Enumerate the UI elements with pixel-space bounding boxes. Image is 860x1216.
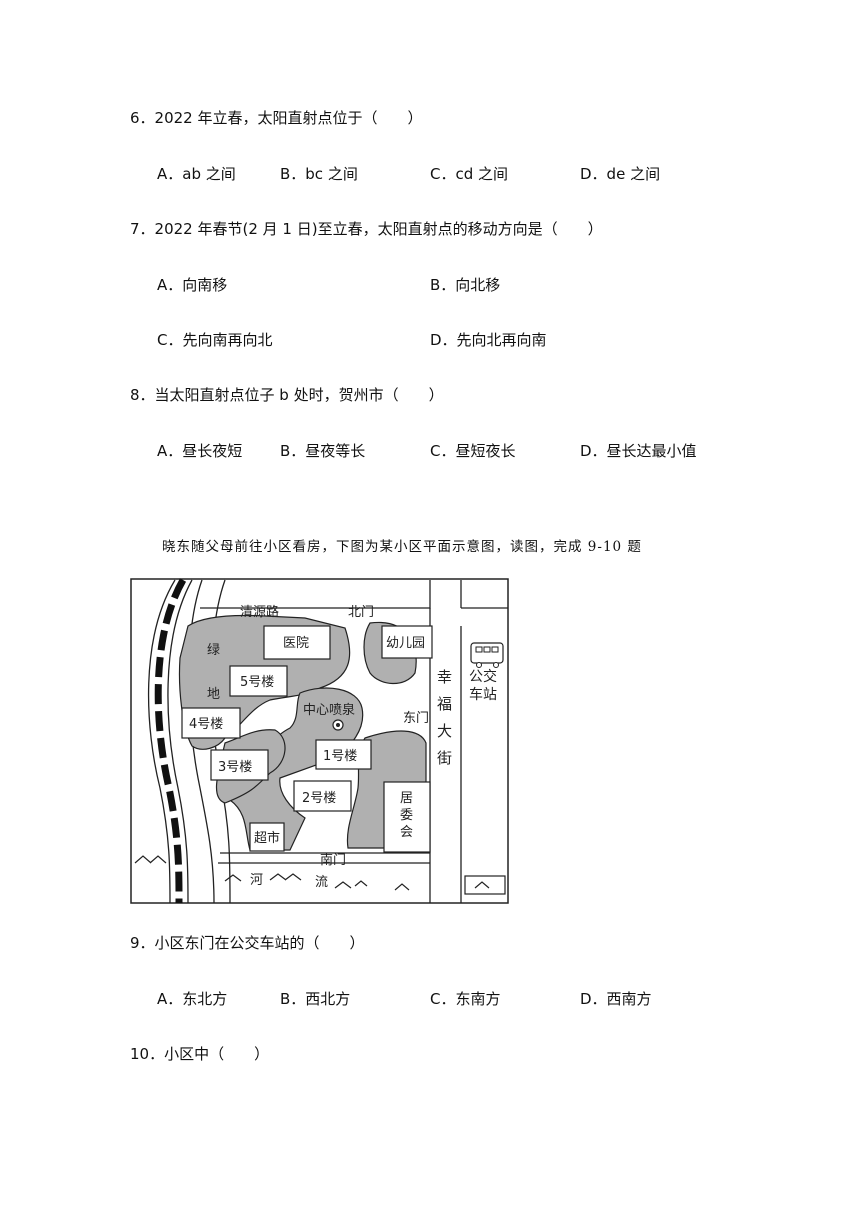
committee-building	[383, 781, 431, 853]
label-committee-1: 居	[400, 791, 413, 806]
label-river-2: 流	[315, 875, 328, 890]
question-7-stem: 7．2022 年春节(2 月 1 日)至立春，太阳直射点的移动方向是（ ）	[130, 220, 603, 238]
label-street-1: 幸	[437, 668, 452, 686]
q9-option-a: A．东北方	[157, 990, 228, 1008]
building-2	[293, 780, 352, 812]
label-north-road: 清源路	[240, 604, 279, 620]
q6-option-c: C．cd 之间	[430, 165, 509, 183]
label-north-gate: 北门	[348, 605, 374, 620]
q7-option-a: A．向南移	[157, 276, 228, 294]
label-supermarket: 超市	[254, 830, 280, 846]
q8-option-d: D．昼长达最小值	[580, 442, 697, 460]
label-street-2: 福	[437, 695, 452, 713]
railway-edge-right	[167, 579, 193, 904]
kindergarten-building	[381, 625, 433, 659]
label-building-2: 2号楼	[302, 791, 336, 806]
q9-option-d: D．西南方	[580, 990, 652, 1008]
question-9-stem: 9．小区东门在公交车站的（ ）	[130, 934, 365, 952]
label-building-4: 4号楼	[189, 717, 223, 732]
label-green-1: 绿	[207, 643, 220, 658]
q9-option-c: C．东南方	[430, 990, 501, 1008]
label-committee-3: 会	[400, 825, 413, 840]
label-building-3: 3号楼	[218, 760, 252, 775]
supermarket-building	[249, 822, 285, 852]
label-fountain: 中心喷泉	[303, 702, 355, 718]
railway-edge-left	[147, 579, 176, 904]
q6-option-d: D．de 之间	[580, 165, 661, 183]
label-bus-1: 公交	[469, 668, 497, 685]
q8-option-b: B．昼夜等长	[280, 442, 366, 460]
label-river-1: 河	[250, 873, 263, 888]
river-waves	[134, 855, 506, 895]
bus-icon	[470, 642, 504, 664]
label-building-5: 5号楼	[240, 675, 274, 690]
railway-track	[154, 578, 187, 904]
question-8-stem: 8．当太阳直射点位子 b 处时，贺州市（ ）	[130, 386, 444, 404]
q7-option-b: B．向北移	[430, 276, 501, 294]
label-street-4: 街	[437, 749, 452, 767]
label-south-gate: 南门	[320, 852, 346, 868]
building-3	[210, 749, 269, 781]
building-4	[181, 707, 241, 739]
q7-option-c: C．先向南再向北	[157, 331, 273, 349]
label-hospital: 医院	[283, 636, 309, 651]
label-building-1: 1号楼	[323, 749, 357, 764]
building-1	[315, 739, 372, 770]
label-green-2: 地	[207, 687, 220, 702]
q6-option-a: A．ab 之间	[157, 165, 236, 183]
label-kindergarten: 幼儿园	[386, 636, 425, 651]
community-map: 清源路 北门 医院 幼儿园 绿 地 5号楼 4号楼 中心喷泉 东门 1号楼 3号…	[130, 578, 510, 909]
q6-option-b: B．bc 之间	[280, 165, 358, 183]
q9-option-b: B．西北方	[280, 990, 351, 1008]
q7-option-d: D．先向北再向南	[430, 331, 547, 349]
label-bus-2: 车站	[469, 686, 497, 703]
q8-option-a: A．昼长夜短	[157, 442, 243, 460]
section-intro: 晓东随父母前往小区看房，下图为某小区平面示意图，读图，完成 9-10 题	[162, 539, 642, 555]
building-5	[229, 665, 288, 697]
question-10-stem: 10．小区中（ ）	[130, 1045, 270, 1063]
q8-option-c: C．昼短夜长	[430, 442, 516, 460]
label-east-gate: 东门	[403, 711, 429, 726]
hospital-building	[263, 625, 331, 660]
label-street-3: 大	[437, 722, 452, 740]
question-6-stem: 6．2022 年立春，太阳直射点位于（ ）	[130, 109, 423, 127]
label-committee-2: 委	[400, 808, 413, 823]
